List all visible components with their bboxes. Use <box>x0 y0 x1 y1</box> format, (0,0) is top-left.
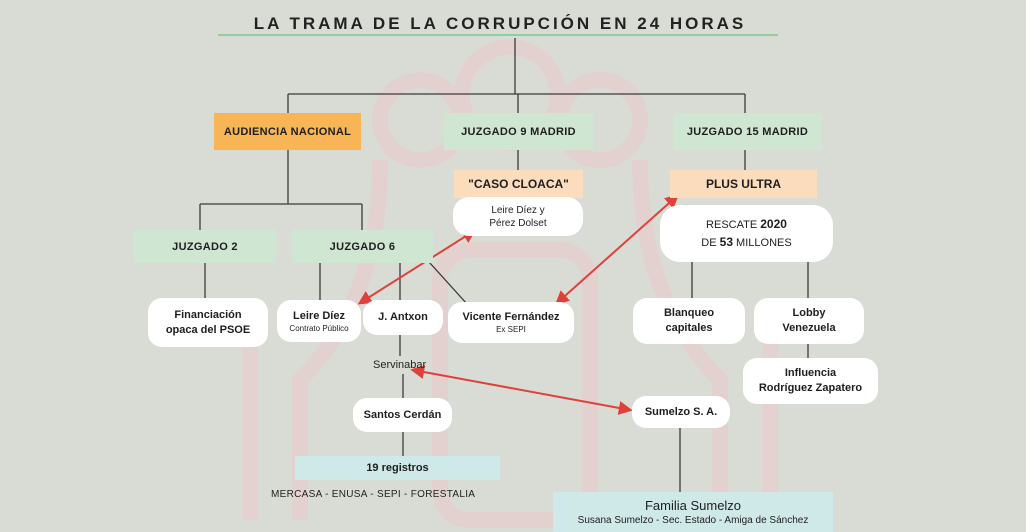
influencia-line2: Rodríguez Zapatero <box>758 382 863 394</box>
node-rescate-2020: RESCATE 2020 DE 53 MILLONES <box>660 205 833 262</box>
rescate-line1: RESCATE 2020 <box>706 216 787 231</box>
node-blanqueo-capitales: Blanqueo capitales <box>633 298 745 344</box>
node-leire-perez-dolset: Leire Díez y Pérez Dolset <box>453 197 583 236</box>
node-sumelzo-sa: Sumelzo S. A. <box>632 396 730 428</box>
box-familia-sumelzo: Familia Sumelzo Susana Sumelzo - Sec. Es… <box>553 492 833 532</box>
node-santos-cerdan: Santos Cerdán <box>353 398 452 432</box>
familia-label: Familia Sumelzo <box>644 498 742 513</box>
title-underline <box>218 34 778 36</box>
node-financiacion-psoe: Financiación opaca del PSOE <box>148 298 268 347</box>
vicente-label: Vicente Fernández <box>462 311 560 323</box>
blanqueo-line1: Blanqueo <box>663 307 715 319</box>
leire-diez-label: Leire Díez <box>293 309 345 322</box>
familia-sub: Susana Sumelzo - Sec. Estado - Amiga de … <box>577 515 809 526</box>
court-juzgado-2: JUZGADO 2 <box>134 230 276 263</box>
court-audiencia-nacional: AUDIENCIA NACIONAL <box>214 113 361 150</box>
court-juzgado-6: JUZGADO 6 <box>292 230 433 263</box>
influencia-line1: Influencia <box>784 367 837 379</box>
node-servinabar: Servinabar <box>373 359 427 371</box>
node-leire-perez-line1: Leire Díez y <box>491 204 545 216</box>
node-lobby-venezuela: Lobby Venezuela <box>754 298 864 344</box>
financiacion-line2: opaca del PSOE <box>165 323 251 336</box>
blanqueo-line2: capitales <box>665 322 713 334</box>
court-juzgado-9-madrid: JUZGADO 9 MADRID <box>444 113 593 150</box>
diagram-title: LA TRAMA DE LA CORRUPCIÓN EN 24 HORAS <box>253 14 747 33</box>
node-leire-perez-line2: Pérez Dolset <box>489 217 547 229</box>
lobby-line2: Venezuela <box>782 322 836 334</box>
financiacion-line1: Financiación <box>174 308 242 321</box>
case-caso-cloaca: "CASO CLOACA" <box>454 170 583 198</box>
node-vicente-fernandez: Vicente Fernández Ex SEPI <box>448 302 574 343</box>
list-empresas: MERCASA - ENUSA - SEPI - FORESTALIA <box>271 489 476 500</box>
court-juzgado-15-madrid: JUZGADO 15 MADRID <box>673 113 822 150</box>
rescate-year: 2020 <box>760 216 787 231</box>
node-leire-diez: Leire Díez Contrato Público <box>277 300 361 342</box>
lobby-line1: Lobby <box>792 307 826 319</box>
box-19-registros: 19 registros <box>295 456 500 480</box>
rescate-line2: DE 53 MILLONES <box>701 234 792 249</box>
node-j-antxon: J. Antxon <box>363 300 443 335</box>
leire-diez-sub: Contrato Público <box>289 323 349 333</box>
rescate-amount: 53 <box>719 234 733 249</box>
vicente-sub: Ex SEPI <box>496 325 526 334</box>
node-influencia-zapatero: Influencia Rodríguez Zapatero <box>743 358 878 404</box>
relation-arrows <box>357 194 680 415</box>
case-plus-ultra: PLUS ULTRA <box>670 170 817 198</box>
